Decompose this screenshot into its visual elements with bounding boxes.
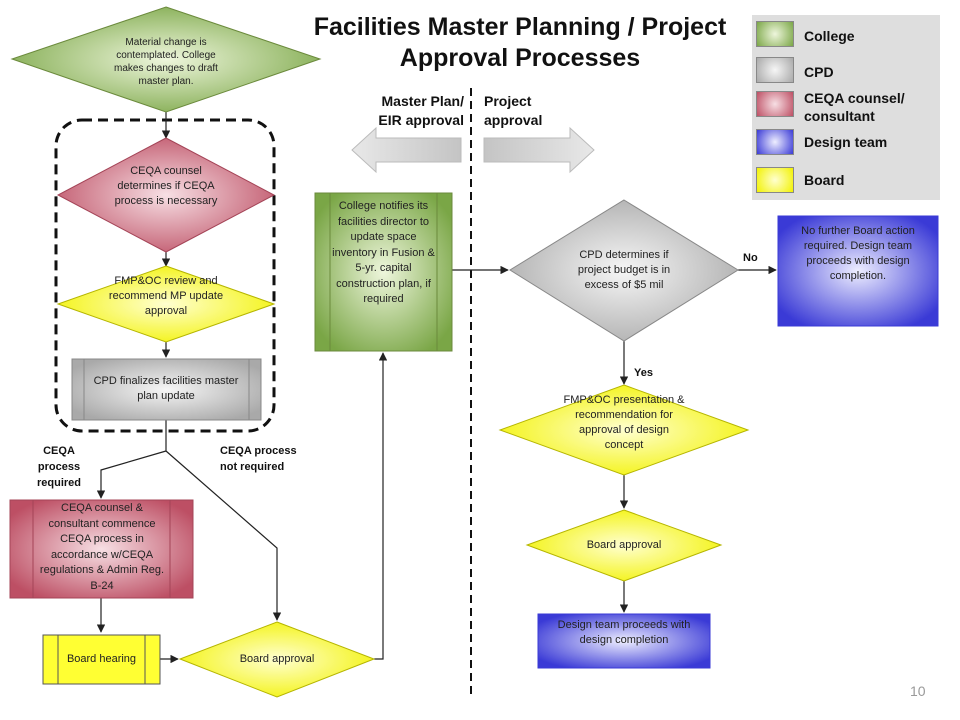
page-number: 10 <box>910 683 926 699</box>
legend-item-cpd: CPD <box>756 53 940 87</box>
node-ceqa-determines <box>56 137 276 253</box>
legend-swatch-ceqa <box>756 91 794 117</box>
legend-label-design-team: Design team <box>804 134 888 150</box>
node-no-further-action <box>777 215 939 327</box>
legend-swatch-cpd <box>756 57 794 83</box>
legend: College CPD CEQA counsel/ consultant Des… <box>752 15 940 200</box>
legend-label-board: Board <box>804 172 845 188</box>
node-board-approval-right-text: Board approval <box>586 539 662 551</box>
node-ceqa-commence <box>9 499 194 599</box>
node-cpd-finalizes-text: CPD finalizes facilities master plan upd… <box>93 375 239 402</box>
edge-branch-not-required <box>165 450 282 621</box>
edge-board-to-college <box>374 352 388 660</box>
node-board-hearing <box>42 634 161 685</box>
node-cpd-determines <box>509 199 739 342</box>
legend-label-ceqa: CEQA counsel/ consultant <box>804 90 905 124</box>
legend-swatch-board <box>756 167 794 193</box>
node-board-approval-right <box>525 509 723 582</box>
node-fmpoc-review <box>56 265 276 343</box>
legend-item-college: College <box>756 17 940 51</box>
section-master-plan-label: Master Plan/ EIR approval <box>378 93 464 128</box>
edge-branch-required <box>96 450 167 499</box>
page-title: Facilities Master Planning / Project App… <box>313 13 727 72</box>
node-fmpoc-presentation <box>498 384 750 476</box>
node-cpd-finalizes <box>71 358 262 421</box>
node-fmpoc-presentation-text: FMP&OC presentation & recommendation for… <box>563 394 685 451</box>
left-section-arrow <box>351 126 462 174</box>
legend-swatch-design-team <box>756 129 794 155</box>
node-ceqa-determines-text: CEQA counsel determines if CEQA process … <box>114 165 218 207</box>
node-no-further-action-text: No further Board action required. Design… <box>801 225 915 282</box>
node-board-approval-left-text: Board approval <box>239 653 315 665</box>
section-project-approval-label: Project approval <box>484 93 543 128</box>
edge-label-no: No <box>743 252 758 264</box>
node-college-notifies <box>314 192 453 352</box>
node-board-hearing-text: Board hearing <box>66 653 137 665</box>
node-board-approval-left <box>178 621 376 698</box>
node-ceqa-commence-text: CEQA counsel & consultant commence CEQA … <box>39 502 165 592</box>
edge-label-ceqa-not-required: CEQA process not required <box>220 445 297 473</box>
legend-label-cpd: CPD <box>804 64 834 80</box>
legend-label-college: College <box>804 28 855 44</box>
node-material-change <box>10 6 322 113</box>
node-college-notifies-text: College notifies its facilities director… <box>332 200 435 305</box>
legend-swatch-college <box>756 21 794 47</box>
node-cpd-determines-text: CPD determines if project budget is in e… <box>577 249 671 291</box>
node-design-team-text: Design team proceeds with design complet… <box>557 619 691 646</box>
ceqa-review-group <box>54 118 276 433</box>
legend-item-board: Board <box>756 163 940 197</box>
node-fmpoc-review-text: FMP&OC review and recommend MP update ap… <box>108 275 224 317</box>
edge-label-ceqa-required: CEQA process required <box>36 445 81 489</box>
node-design-team <box>537 613 711 669</box>
legend-item-design-team: Design team <box>756 125 940 159</box>
right-section-arrow <box>483 126 595 174</box>
legend-item-ceqa: CEQA counsel/ consultant <box>756 87 940 127</box>
node-material-change-text: Material change is contemplated. College… <box>114 37 218 87</box>
edge-label-yes: Yes <box>634 367 653 379</box>
